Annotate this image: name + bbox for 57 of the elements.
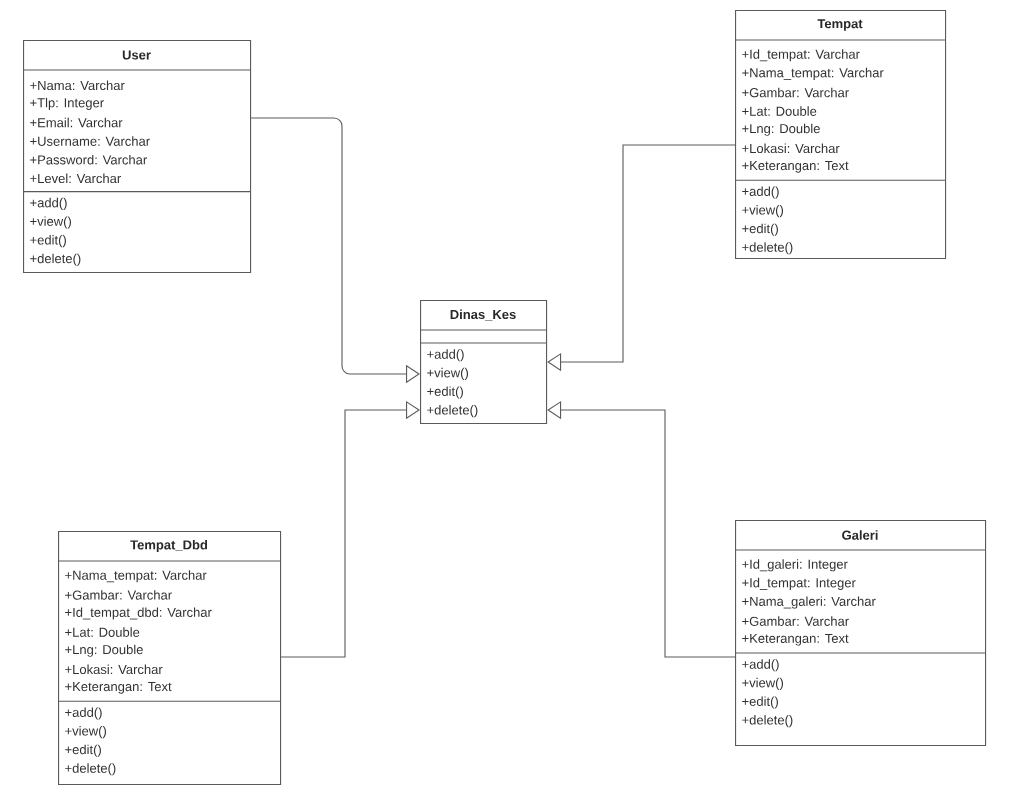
attribute-text: +Nama_tempat: Varchar: [742, 67, 884, 80]
method-text: +add(): [427, 349, 464, 362]
class-name: User: [122, 50, 151, 60]
attribute-text: +Tlp: Integer: [30, 97, 104, 110]
class-box: [22, 40, 252, 274]
attribute-text: +Username: Varchar: [30, 136, 150, 146]
attribute-text: +Keterangan: Text: [742, 161, 849, 173]
generalization-arrow: [547, 144, 736, 372]
attribute-text: +Id_tempat_dbd: Varchar: [65, 607, 212, 620]
method-text: +delete(): [742, 715, 793, 728]
class-box: [419, 300, 548, 425]
method-text: +delete(): [30, 253, 81, 266]
attribute-text: +Keterangan: Text: [742, 633, 849, 646]
method-text: +delete(): [65, 763, 116, 776]
attribute-text: +Lokasi: Varchar: [742, 143, 840, 154]
attribute-text: +Id_galeri: Integer: [742, 559, 848, 572]
attribute-text: +Gambar: Varchar: [65, 590, 172, 600]
attribute-text: +Id_tempat: Varchar: [742, 49, 860, 62]
method-text: +edit(): [742, 696, 778, 709]
method-text: +view(): [65, 726, 106, 739]
attribute-text: +Nama_galeri: Varchar: [742, 596, 876, 609]
attribute-text: +Lng: Double: [65, 644, 143, 657]
class-name: Dinas_Kes: [450, 309, 516, 321]
attribute-text: +Nama: Varchar: [30, 80, 125, 91]
attribute-text: +Lng: Double: [742, 123, 820, 136]
method-text: +edit(): [65, 744, 101, 757]
attribute-text: +Id_tempat: Integer: [742, 577, 856, 590]
method-text: +add(): [742, 659, 779, 672]
attribute-text: +Level: Varchar: [30, 173, 121, 184]
method-text: +view(): [30, 216, 71, 229]
class-box: [734, 10, 947, 260]
method-text: +add(): [30, 197, 67, 210]
method-text: +add(): [65, 707, 102, 720]
class-name: Galeri: [842, 530, 878, 540]
attribute-text: +Lokasi: Varchar: [65, 664, 163, 675]
attribute-text: +Email: Varchar: [30, 117, 123, 128]
attribute-text: +Gambar: Varchar: [742, 87, 849, 98]
method-text: +delete(): [742, 242, 793, 255]
attribute-text: +Password: Varchar: [30, 154, 147, 165]
method-text: +view(): [427, 367, 468, 380]
class-box: [734, 520, 987, 747]
class-name: Tempat_Dbd: [130, 539, 208, 553]
method-text: +view(): [742, 205, 783, 218]
attribute-text: +Keterangan: Text: [65, 682, 172, 694]
method-text: +edit(): [30, 235, 66, 248]
method-text: +add(): [742, 186, 779, 199]
class-box: [57, 531, 282, 786]
attribute-text: +Lat: Double: [742, 106, 817, 116]
method-text: +view(): [742, 677, 783, 690]
method-text: +edit(): [427, 386, 463, 399]
attribute-text: +Gambar: Varchar: [742, 616, 849, 626]
generalization-arrow: [280, 400, 420, 658]
method-text: +delete(): [427, 405, 478, 418]
class-name: Tempat: [817, 19, 863, 31]
attribute-text: +Lat: Double: [65, 627, 140, 637]
method-text: +edit(): [742, 223, 778, 236]
attribute-text: +Nama_tempat: Varchar: [65, 570, 207, 583]
